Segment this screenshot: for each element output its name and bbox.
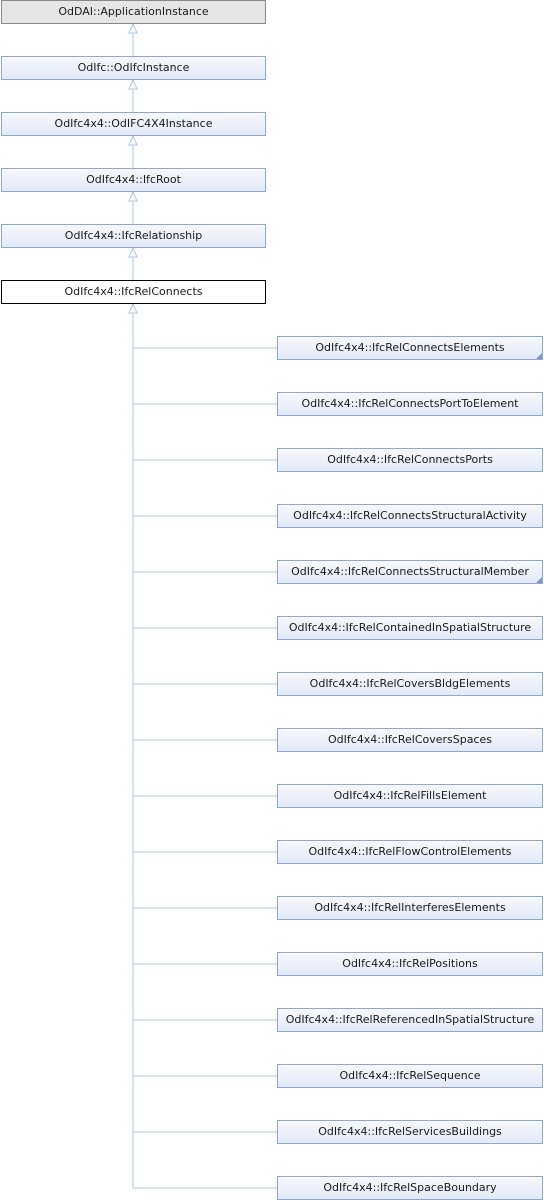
root-class-node: OdDAI::ApplicationInstance — [1, 0, 266, 24]
subclass-node[interactable]: OdIfc4x4::IfcRelConnectsElements — [277, 336, 543, 360]
node-label: OdDAI::ApplicationInstance — [58, 5, 209, 18]
subclass-node[interactable]: OdIfc4x4::IfcRelSequence — [277, 1064, 543, 1088]
ancestor-class-node[interactable]: OdIfc4x4::IfcRelationship — [1, 224, 266, 248]
node-label: OdIfc::OdIfcInstance — [77, 61, 190, 74]
subclass-node[interactable]: OdIfc4x4::IfcRelConnectsPortToElement — [277, 392, 543, 416]
inheritance-arrowhead — [128, 78, 138, 90]
subclass-node[interactable]: OdIfc4x4::IfcRelConnectsStructuralActivi… — [277, 504, 543, 528]
node-label: OdIfc4x4::OdIFC4X4Instance — [54, 117, 213, 130]
node-label: OdIfc4x4::IfcRelConnectsPorts — [327, 453, 493, 466]
node-label: OdIfc4x4::IfcRelConnectsElements — [315, 341, 505, 354]
node-label: OdIfc4x4::IfcRoot — [86, 173, 181, 186]
node-label: OdIfc4x4::IfcRelFillsElement — [333, 789, 487, 802]
node-label: OdIfc4x4::IfcRelConnects — [64, 285, 203, 298]
node-label: OdIfc4x4::IfcRelSpaceBoundary — [323, 1181, 497, 1194]
node-label: OdIfc4x4::IfcRelConnectsPortToElement — [301, 397, 519, 410]
inheritance-arrowhead — [128, 22, 138, 34]
inheritance-arrowhead — [128, 134, 138, 146]
ancestor-class-node[interactable]: OdIfc4x4::OdIFC4X4Instance — [1, 112, 266, 136]
node-label: OdIfc4x4::IfcRelSequence — [339, 1069, 481, 1082]
subclass-node[interactable]: OdIfc4x4::IfcRelReferencedInSpatialStruc… — [277, 1008, 543, 1032]
node-label: OdIfc4x4::IfcRelInterferesElements — [314, 901, 506, 914]
ancestor-class-node[interactable]: OdIfc::OdIfcInstance — [1, 56, 266, 80]
subclass-node[interactable]: OdIfc4x4::IfcRelCoversBldgElements — [277, 672, 543, 696]
inheritance-arrowhead — [128, 246, 138, 258]
more-subclasses-icon — [536, 353, 542, 359]
subclass-node[interactable]: OdIfc4x4::IfcRelFlowControlElements — [277, 840, 543, 864]
more-subclasses-icon — [536, 577, 542, 583]
ancestor-class-node[interactable]: OdIfc4x4::IfcRoot — [1, 168, 266, 192]
node-label: OdIfc4x4::IfcRelContainedInSpatialStruct… — [288, 621, 532, 634]
subclass-node[interactable]: OdIfc4x4::IfcRelServicesBuildings — [277, 1120, 543, 1144]
current-class-node: OdIfc4x4::IfcRelConnects — [1, 280, 266, 304]
subclass-node[interactable]: OdIfc4x4::IfcRelPositions — [277, 952, 543, 976]
subclass-node[interactable]: OdIfc4x4::IfcRelCoversSpaces — [277, 728, 543, 752]
node-label: OdIfc4x4::IfcRelCoversSpaces — [327, 733, 493, 746]
node-label: OdIfc4x4::IfcRelationship — [64, 229, 203, 242]
subclass-node[interactable]: OdIfc4x4::IfcRelContainedInSpatialStruct… — [277, 616, 543, 640]
subclass-node[interactable]: OdIfc4x4::IfcRelConnectsStructuralMember — [277, 560, 543, 584]
node-label: OdIfc4x4::IfcRelFlowControlElements — [308, 845, 512, 858]
node-label: OdIfc4x4::IfcRelReferencedInSpatialStruc… — [285, 1013, 535, 1026]
node-label: OdIfc4x4::IfcRelConnectsStructuralActivi… — [293, 509, 527, 522]
subclass-node[interactable]: OdIfc4x4::IfcRelFillsElement — [277, 784, 543, 808]
subclass-node[interactable]: OdIfc4x4::IfcRelSpaceBoundary — [277, 1176, 543, 1200]
node-label: OdIfc4x4::IfcRelServicesBuildings — [318, 1125, 502, 1138]
node-label: OdIfc4x4::IfcRelConnectsStructuralMember — [291, 565, 529, 578]
node-label: OdIfc4x4::IfcRelPositions — [342, 957, 478, 970]
node-label: OdIfc4x4::IfcRelCoversBldgElements — [309, 677, 511, 690]
inheritance-arrowhead — [128, 190, 138, 202]
subclass-node[interactable]: OdIfc4x4::IfcRelConnectsPorts — [277, 448, 543, 472]
subclass-arrowhead — [128, 302, 138, 314]
subclass-node[interactable]: OdIfc4x4::IfcRelInterferesElements — [277, 896, 543, 920]
